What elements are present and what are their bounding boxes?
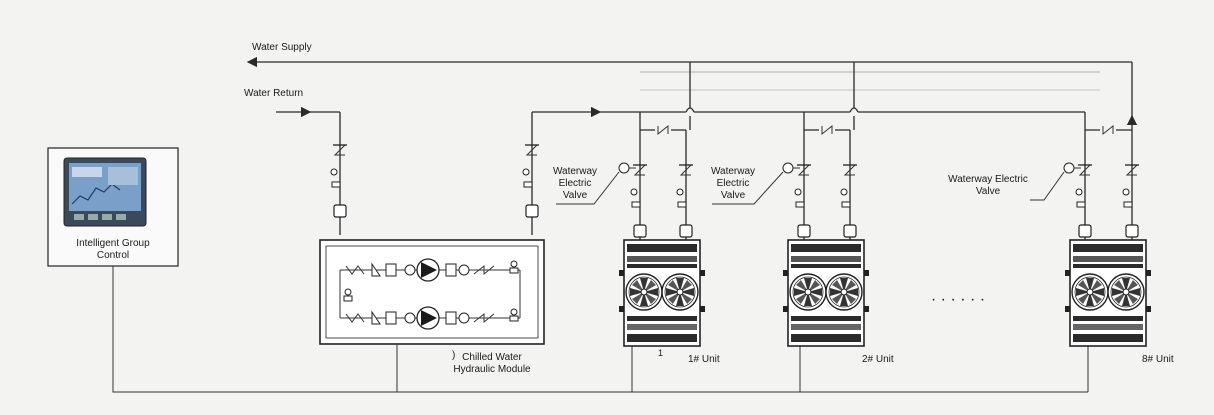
ev2-line3: Valve [721, 190, 746, 201]
hydraulic-inlet-branch [330, 144, 348, 218]
electric-valve-icon [618, 162, 636, 174]
ev1-line1: Waterway [553, 166, 597, 177]
ev1-line3: Valve [563, 190, 588, 201]
distribution-line [531, 62, 1085, 235]
water-return-line [276, 106, 341, 235]
electric-valve-label-1: Waterway Electric Valve [553, 166, 620, 205]
chilled-water-hydraulic-module: Chilled Water Hydraulic Module ) [319, 239, 545, 375]
ev1-line2: Electric [559, 178, 592, 189]
control-label-line1: Intelligent Group [76, 238, 150, 249]
ev2-line2: Electric [717, 178, 750, 189]
pump-line-2 [340, 306, 520, 330]
unit-header-lines [640, 71, 1100, 91]
unit-1: 1# Unit 1 [619, 112, 720, 365]
hydraulic-outlet-branch [522, 144, 540, 218]
electric-valve-icon [782, 162, 800, 174]
water-supply-label: Water Supply [252, 42, 312, 53]
water-return-label: Water Return [244, 88, 303, 99]
svg-text:1: 1 [658, 348, 663, 358]
svg-text:): ) [452, 350, 455, 361]
touch-panel-icon [63, 157, 147, 227]
control-wiring [112, 266, 1089, 393]
electric-valve-label-2: Waterway Electric Valve [711, 166, 784, 205]
intelligent-group-control: Intelligent Group Control [47, 147, 179, 267]
unit-2: 2# Unit [783, 112, 894, 365]
electric-valve-icon [1063, 162, 1081, 174]
control-label-line2: Control [97, 250, 129, 261]
ev3-line1: Waterway Electric [948, 174, 1028, 185]
hydraulic-label-line1: Chilled Water [462, 352, 522, 363]
more-units-ellipsis: · · · · · · [931, 291, 985, 308]
electric-valve-label-3: Waterway Electric Valve [948, 171, 1065, 201]
unit-8-label: 8# Unit [1142, 354, 1174, 365]
unit-1-label: 1# Unit [688, 354, 720, 365]
unit-2-label: 2# Unit [862, 354, 894, 365]
ev3-line2: Valve [976, 186, 1001, 197]
ev2-line1: Waterway [711, 166, 755, 177]
hydraulic-label-line2: Hydraulic Module [453, 364, 531, 375]
unit-8: 8# Unit [1063, 112, 1174, 365]
pump-line-1 [340, 258, 520, 282]
